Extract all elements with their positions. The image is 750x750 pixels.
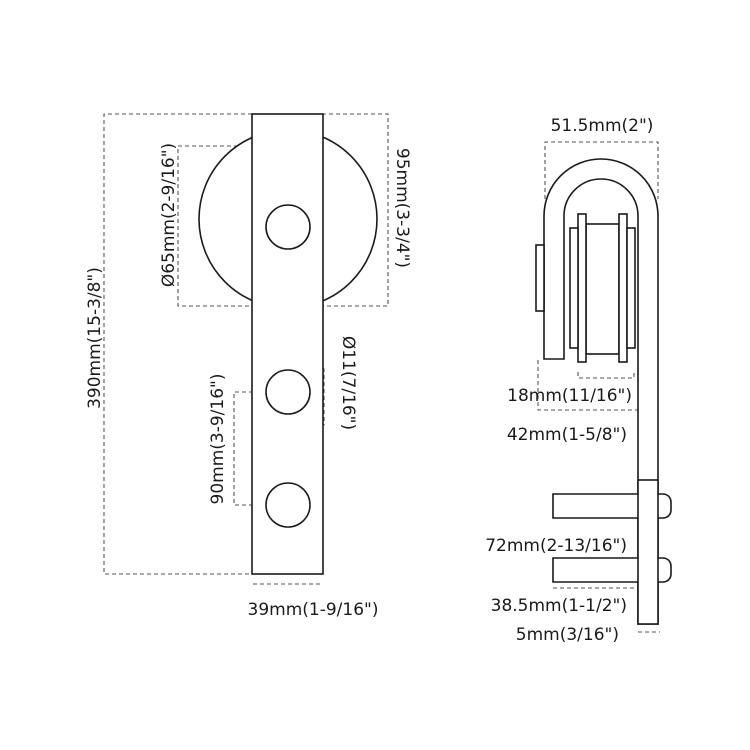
offset-depth-label: 42mm(1-5/8") — [507, 425, 627, 445]
wheel-height-dimension — [322, 113, 389, 307]
wheel-flange-outer-right — [618, 213, 628, 363]
hanger-strap — [251, 113, 324, 575]
overall-width-label: 51.5mm(2") — [551, 116, 654, 136]
strap-width-label: 39mm(1-9/16") — [248, 600, 379, 620]
thickness-label: 5mm(3/16") — [516, 625, 619, 645]
wheel-flange-inner-right — [626, 227, 636, 349]
side-plate — [535, 244, 545, 312]
mounting-hole-lower — [265, 482, 311, 528]
total-height-dimension — [103, 113, 252, 575]
wheel-flange-outer-left — [577, 213, 587, 363]
hole-diameter-label: Ø11(7/16") — [338, 336, 358, 430]
overall-width-dimension — [544, 141, 659, 199]
total-height-label: 390mm(15-3/8") — [85, 267, 105, 409]
wheel-hub — [585, 223, 620, 355]
mounting-hole-upper — [265, 369, 311, 415]
wheel-diameter-label: Ø65mm(2-9/16") — [159, 143, 179, 287]
hook-rail — [637, 479, 659, 625]
wheel-height-label: 95mm(3-3/4") — [392, 148, 412, 268]
wheel-width-label: 18mm(11/16") — [507, 386, 632, 406]
axle-hole — [265, 204, 311, 250]
wheel-diameter-dimension — [177, 145, 252, 307]
wheel-flange-inner-left — [569, 227, 579, 349]
wheel-width-dimension — [577, 372, 635, 379]
spacer-depth-label: 38.5mm(1-1/2") — [491, 596, 627, 616]
hole-spacing-label: 90mm(3-9/16") — [208, 374, 228, 505]
spacer-length-label: 72mm(2-13/16") — [485, 536, 627, 556]
side-view: 51.5mm(2") 18mm(11/16") 42mm(1-5/8") 72m… — [485, 116, 672, 645]
offset-depth-dimension — [537, 360, 638, 411]
front-view: 390mm(15-3/8") Ø65mm(2-9/16") 95mm(3-3/4… — [85, 113, 412, 620]
